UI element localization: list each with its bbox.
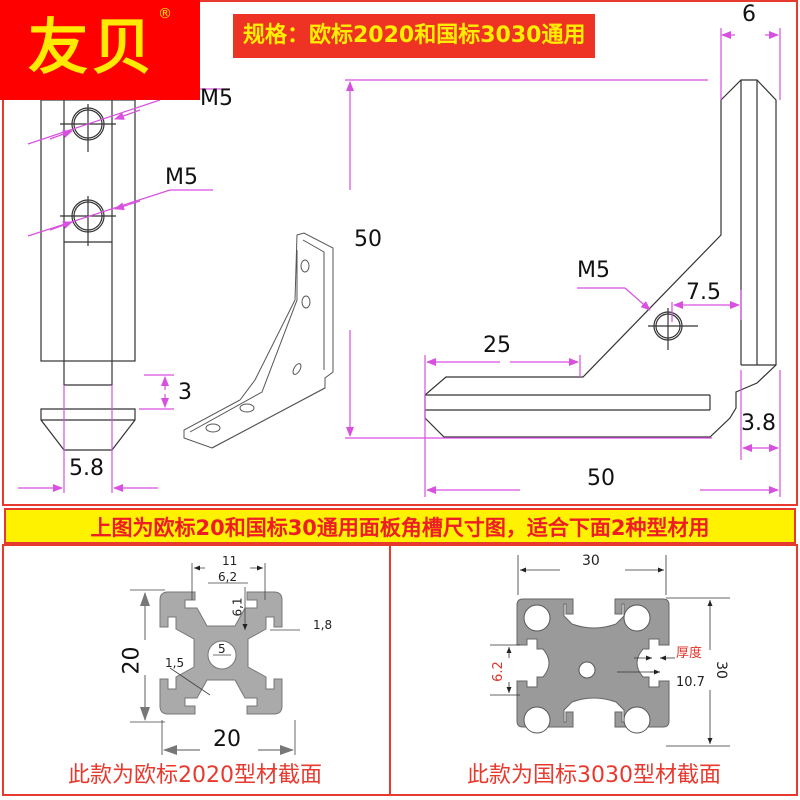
profile-3030-drawing [516, 598, 670, 734]
front-width-label: 50 [587, 466, 615, 491]
side-height-label: 3 [178, 380, 192, 405]
profile-2020-width: 20 [213, 727, 241, 752]
front-hole-label: M5 [577, 258, 610, 283]
side-m5-top-label: M5 [200, 86, 233, 111]
registered-mark: ® [158, 6, 172, 22]
top-panel-frame [2, 0, 798, 506]
front-leg-length-label: 25 [483, 333, 511, 358]
compatibility-banner: 上图为欧标20和国标30通用面板角槽尺寸图，适合下面2种型材用 [4, 508, 796, 544]
profile-2020-height: 20 [119, 646, 145, 675]
front-rib-label: 3.8 [741, 411, 776, 436]
spec-banner: 规格：欧标2020和国标3030通用 [233, 14, 596, 58]
profile-2020-dimensions [130, 563, 300, 755]
profile-2020-center-hole: 5 [218, 642, 226, 656]
isometric-view-drawing [183, 232, 334, 449]
profile-3030-thickness: 厚度 [676, 646, 703, 661]
side-m5-bottom-label: M5 [165, 165, 198, 190]
side-width-label: 5.8 [69, 456, 104, 481]
profile-2020-big-arrows [140, 592, 294, 755]
profile-3030-slot-opening: 6.2 [490, 661, 506, 682]
bottom-right-panel-frame [389, 544, 798, 796]
profile-3030-width: 30 [582, 553, 600, 569]
profile-3030-slot-depth: 10.7 [676, 675, 705, 690]
profile-2020-lip: 1,8 [313, 618, 333, 632]
profile-3030-caption: 此款为国标3030型材截面 [467, 763, 721, 788]
front-height-label: 50 [354, 227, 382, 252]
profile-3030-height: 30 [712, 661, 729, 679]
front-view-dimensions [345, 28, 781, 497]
profile-2020-slot-outer: 11 [222, 554, 238, 568]
side-view-dimensions [18, 88, 230, 493]
profile-3030-dimensions [490, 555, 730, 747]
brand-logo: 友贝 ® [0, 0, 200, 100]
side-view-drawing [40, 99, 136, 451]
brand-name: 友贝 [28, 13, 156, 83]
profile-2020-slot-opening: 6,2 [218, 570, 238, 584]
profile-2020-caption: 此款为欧标2020型材截面 [68, 763, 322, 788]
profile-2020-slot-depth: 6,1 [230, 597, 245, 617]
profile-2020-web: 1,5 [165, 656, 185, 670]
front-hole-offset-label: 7.5 [686, 280, 721, 305]
front-width-top-label: 6 [742, 2, 756, 27]
